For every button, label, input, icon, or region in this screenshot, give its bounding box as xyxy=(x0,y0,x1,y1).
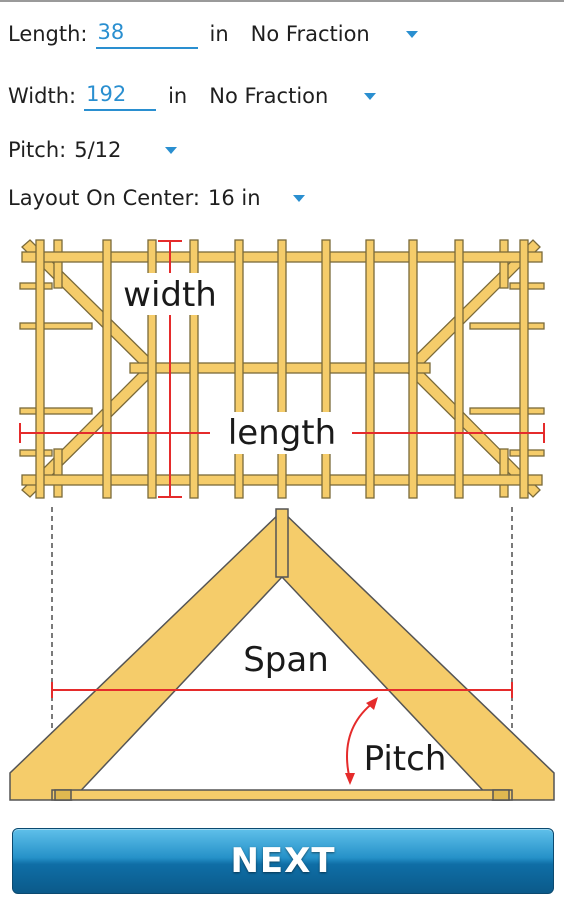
span-diagram-label: Span xyxy=(243,640,329,680)
width-label: Width: xyxy=(8,84,77,108)
width-label-bg xyxy=(114,273,224,315)
pitch-dropdown[interactable]: Pitch: 5/12 xyxy=(0,130,178,170)
next-button[interactable]: NEXT xyxy=(12,828,554,894)
pitch-arrow-top-icon xyxy=(366,697,378,710)
length-label-bg xyxy=(214,412,350,454)
width-unit: in xyxy=(168,84,188,108)
chevron-down-icon xyxy=(165,146,178,154)
pitch-label: Pitch: xyxy=(8,138,67,162)
length-unit: in xyxy=(209,22,229,46)
chevron-down-icon xyxy=(364,92,377,100)
pitch-arrow-bottom-icon xyxy=(345,773,355,785)
pitch-value: 5/12 xyxy=(74,138,122,162)
top-divider xyxy=(0,0,564,2)
layout-label: Layout On Center: xyxy=(8,186,200,210)
next-button-label: NEXT xyxy=(230,841,336,881)
length-measure-line xyxy=(19,423,545,443)
width-diagram-label: width xyxy=(123,275,217,315)
chevron-down-icon xyxy=(292,194,305,202)
layout-value: 16 in xyxy=(207,186,261,210)
length-row: Length: in No Fraction xyxy=(0,14,418,54)
width-row: Width: in No Fraction xyxy=(0,76,377,116)
width-fraction-dropdown[interactable]: No Fraction xyxy=(209,84,377,108)
length-input[interactable] xyxy=(95,19,198,49)
truss-side-view xyxy=(9,508,555,801)
width-fraction-value: No Fraction xyxy=(209,84,329,108)
layout-on-center-dropdown[interactable]: Layout On Center: 16 in xyxy=(0,178,305,218)
length-label: Length: xyxy=(8,22,88,46)
width-input[interactable] xyxy=(84,81,157,111)
roof-plan-view xyxy=(19,239,545,499)
length-diagram-label: length xyxy=(228,413,336,453)
chevron-down-icon xyxy=(405,30,418,38)
span-measure-line xyxy=(51,682,513,698)
length-fraction-dropdown[interactable]: No Fraction xyxy=(251,22,418,46)
pitch-arc-icon xyxy=(346,701,375,781)
roof-diagram: width length Span Pitch xyxy=(9,239,555,801)
length-fraction-value: No Fraction xyxy=(250,22,370,46)
pitch-diagram-label: Pitch xyxy=(364,739,447,779)
